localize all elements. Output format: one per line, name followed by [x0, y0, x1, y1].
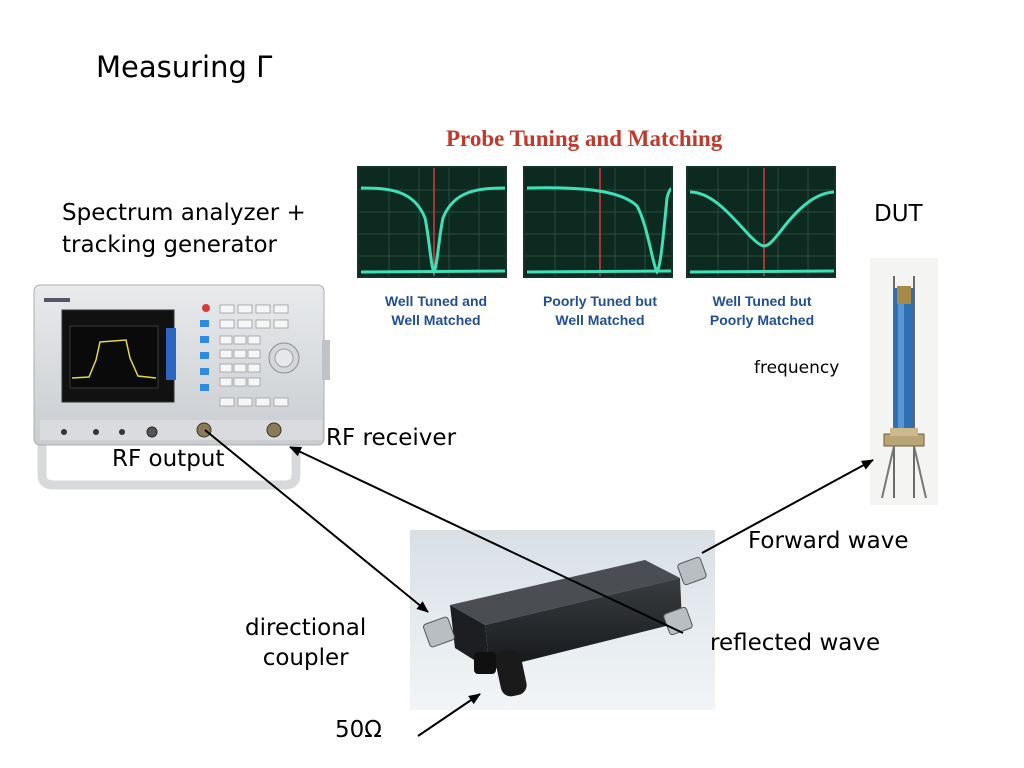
scope-screen-1: [357, 166, 507, 278]
caption-line: Well Matched: [555, 312, 645, 328]
forward-wave-arrow: [701, 459, 874, 554]
reflected-wave-label: reflected wave: [710, 630, 881, 656]
caption-line: Well Matched: [391, 312, 481, 328]
rf-receiver-label: RF receiver: [326, 425, 457, 451]
load-arrow: [417, 693, 481, 737]
analyzer-label-line: Spectrum analyzer +: [62, 200, 306, 226]
scope-screen-3: [686, 166, 836, 278]
baseline-trace: [360, 269, 505, 274]
caption-line: Poorly Matched: [709, 312, 815, 328]
page-title: Measuring Γ: [96, 50, 273, 84]
caption-line: Poorly Tuned but: [542, 293, 658, 309]
reflected-wave-arrow: [289, 446, 684, 634]
directional-coupler-image: [410, 530, 715, 710]
baseline-trace: [689, 269, 834, 274]
rf-output-label: RF output: [112, 446, 225, 472]
scope-screen-2: [523, 166, 673, 278]
analyzer-label: Spectrum analyzer + tracking generator: [62, 197, 306, 261]
caption-line: Well Tuned but: [712, 293, 812, 309]
rf-output-arrow: [204, 429, 429, 613]
scope-caption-1: Well Tuned and Well Matched: [351, 292, 521, 330]
coupler-label-line: coupler: [262, 645, 349, 671]
forward-wave-label: Forward wave: [748, 528, 909, 554]
baseline-trace: [526, 269, 671, 274]
frequency-label: frequency: [754, 358, 840, 378]
directional-coupler-label: directional coupler: [245, 613, 366, 673]
dut-probe-image: [870, 258, 938, 505]
load-50-ohm-label: 50Ω: [335, 717, 382, 743]
dut-label: DUT: [874, 201, 923, 227]
caption-line: Well Tuned and: [384, 293, 488, 309]
probe-panel-title: Probe Tuning and Matching: [446, 126, 723, 151]
spectrum-analyzer-image: [33, 280, 334, 495]
scope-caption-2: Poorly Tuned but Well Matched: [515, 292, 685, 330]
coupler-label-line: directional: [245, 615, 367, 641]
analyzer-label-line: tracking generator: [62, 232, 277, 258]
scope-caption-3: Well Tuned but Poorly Matched: [677, 292, 847, 330]
trace-curve: [689, 190, 834, 248]
